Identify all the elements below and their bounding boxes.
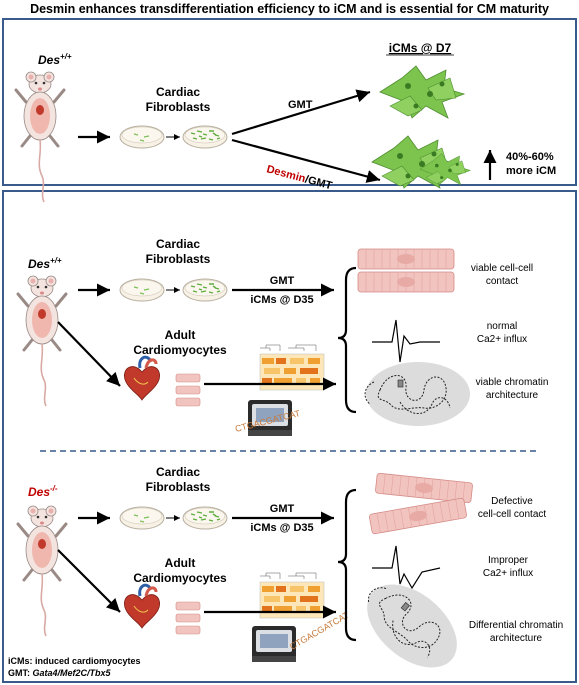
footnote-gmt: GMT: Gata4/Mef2C/Tbx5 xyxy=(8,668,112,678)
top-increase-label-1: 40%-60% xyxy=(506,151,554,163)
ko-gmt-label: GMT xyxy=(270,503,295,515)
wt-nucleus-icon xyxy=(364,361,471,427)
ko-outcome3-line1: Differential chromatin xyxy=(469,620,563,631)
top-mouse-icon xyxy=(14,70,66,204)
ko-outcome1-line1: Defective xyxy=(491,496,533,507)
wt-outcome2-line2: Ca2+ influx xyxy=(477,334,527,345)
ko-dish-empty-icon xyxy=(119,506,165,530)
wt-fibroblasts-label-2: Fibroblasts xyxy=(146,252,211,266)
top-increase-label-2: more iCM xyxy=(506,165,556,177)
ko-heart-icon xyxy=(122,583,162,630)
ko-adult-label-2: Cardiomyocytes xyxy=(133,571,227,585)
wt-cm-cell-top-icon xyxy=(357,248,455,270)
wt-genotype: Des+/+ xyxy=(28,256,62,271)
wt-dish-full-icon xyxy=(182,278,228,302)
wt-gmt-label: GMT xyxy=(270,275,295,287)
ko-small-cms-icon xyxy=(175,601,201,635)
wt-outcome3-line2: architecture xyxy=(486,390,539,401)
top-arrow-desmin-gmt xyxy=(231,138,381,183)
wt-dish-empty-icon xyxy=(119,278,165,302)
wt-arrow-mouse-heart xyxy=(57,321,121,387)
ko-outcome2-line1: Improper xyxy=(488,555,529,566)
ko-genotype: Des-/- xyxy=(28,484,58,499)
footnote-icm: iCMs: induced cardiomyocytes xyxy=(8,656,141,666)
ko-dish-full-icon xyxy=(182,506,228,530)
wt-adult-label-1: Adult xyxy=(165,328,196,342)
bottom-panel-border xyxy=(2,190,577,683)
top-panel-border xyxy=(2,18,577,186)
top-fibroblasts-label-1: Cardiac xyxy=(156,85,200,99)
ko-icm-label: iCMs @ D35 xyxy=(250,522,313,534)
ko-cm-cell-bottom-icon xyxy=(368,497,468,535)
wt-small-cms-icon xyxy=(175,373,201,407)
wt-outcome2-line1: normal xyxy=(487,321,518,332)
top-dish-full-icon xyxy=(182,125,228,149)
ko-arrow-mouse-heart xyxy=(57,549,121,613)
wt-adult-label-2: Cardiomyocytes xyxy=(133,343,227,357)
ko-calcium-trace xyxy=(372,545,441,590)
ko-outcome1-line2: cell-cell contact xyxy=(478,509,547,520)
ko-fibroblasts-label-2: Fibroblasts xyxy=(146,480,211,494)
top-desmin-gmt-label: Desmin/GMT xyxy=(265,163,333,192)
top-genotype: Des+/+ xyxy=(38,52,72,67)
wt-icm-label: iCMs @ D35 xyxy=(250,294,313,306)
wt-cm-cell-bottom-icon xyxy=(357,271,455,293)
wt-heart-icon xyxy=(122,355,162,402)
ko-adult-label-1: Adult xyxy=(165,556,196,570)
top-arrow-gmt xyxy=(231,89,371,136)
wt-outcome1-line2: contact xyxy=(486,276,518,287)
top-icm-cells-icon xyxy=(379,65,465,119)
top-dish-empty-icon xyxy=(119,125,165,149)
wt-outcome3-line1: viable chromatin xyxy=(476,377,549,388)
figure-title: Desmin enhances transdifferentiation eff… xyxy=(30,2,549,16)
top-icm-header: iCMs @ D7 xyxy=(389,41,452,55)
wt-mouse-icon xyxy=(16,274,68,408)
ko-outcome3-line2: architecture xyxy=(490,633,543,644)
wt-calcium-trace xyxy=(372,319,440,363)
wt-fibroblasts-label-1: Cardiac xyxy=(156,237,200,251)
wt-outcome1-line1: viable cell-cell xyxy=(471,263,533,274)
ko-outcome2-line2: Ca2+ influx xyxy=(483,568,533,579)
ko-fibroblasts-label-1: Cardiac xyxy=(156,465,200,479)
top-fibroblasts-label-2: Fibroblasts xyxy=(146,100,211,114)
ko-mouse-icon xyxy=(16,504,68,638)
ko-nucleus-icon xyxy=(350,566,473,685)
ko-brace xyxy=(337,488,357,642)
top-gmt-label: GMT xyxy=(288,99,313,111)
wt-brace xyxy=(337,266,357,414)
